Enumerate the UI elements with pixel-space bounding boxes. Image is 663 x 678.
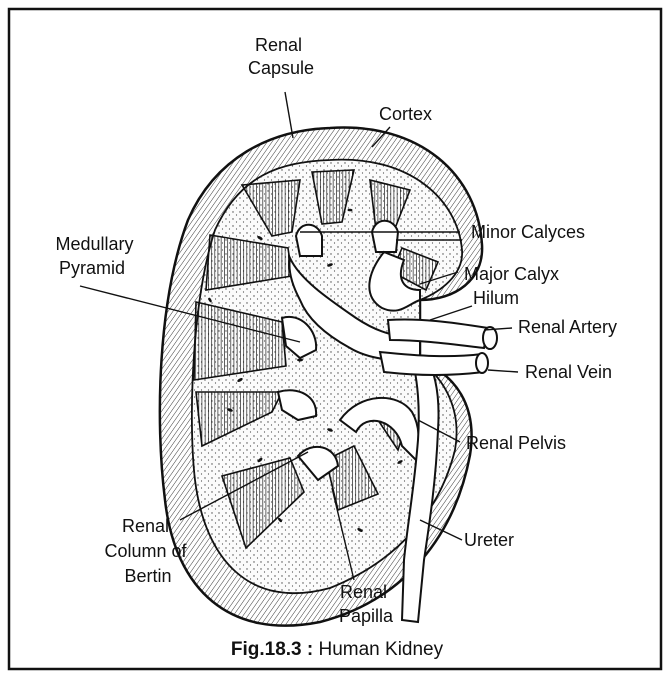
- label-minor-calyces: Minor Calyces: [471, 222, 585, 242]
- renal-vein: [380, 352, 484, 375]
- label-renal-capsule-line1: Renal: [255, 35, 302, 55]
- label-major-calyx: Major Calyx: [464, 264, 559, 284]
- label-renal-column-line3: Bertin: [124, 566, 171, 586]
- label-renal-pelvis: Renal Pelvis: [466, 433, 566, 453]
- figure-caption: Fig.18.3 : Human Kidney: [231, 639, 444, 660]
- caption-separator: :: [302, 639, 319, 660]
- label-renal-artery: Renal Artery: [518, 317, 617, 337]
- label-renal-capsule: Renal Capsule: [248, 35, 314, 78]
- minor-calyx: [372, 221, 398, 252]
- label-renal-column-line1: Renal: [122, 516, 169, 536]
- label-medullary-pyramid-line2: Pyramid: [59, 258, 125, 278]
- label-medullary-pyramid-line1: Medullary: [55, 234, 133, 254]
- label-hilum: Hilum: [473, 288, 519, 308]
- label-renal-vein: Renal Vein: [525, 362, 612, 382]
- label-renal-papilla-line1: Renal: [340, 582, 387, 602]
- caption-fig-number: Fig.18.3: [231, 639, 302, 660]
- label-renal-capsule-line2: Capsule: [248, 58, 314, 78]
- renal-vein-end: [476, 353, 488, 373]
- caption-title: Human Kidney: [319, 639, 444, 660]
- label-medullary-pyramid: Medullary Pyramid: [55, 234, 138, 278]
- label-cortex: Cortex: [379, 104, 432, 124]
- minor-calyx: [296, 225, 322, 256]
- label-ureter: Ureter: [464, 530, 514, 550]
- label-renal-column-line2: Column of: [104, 541, 187, 561]
- label-renal-papilla-line2: Papilla: [339, 606, 394, 626]
